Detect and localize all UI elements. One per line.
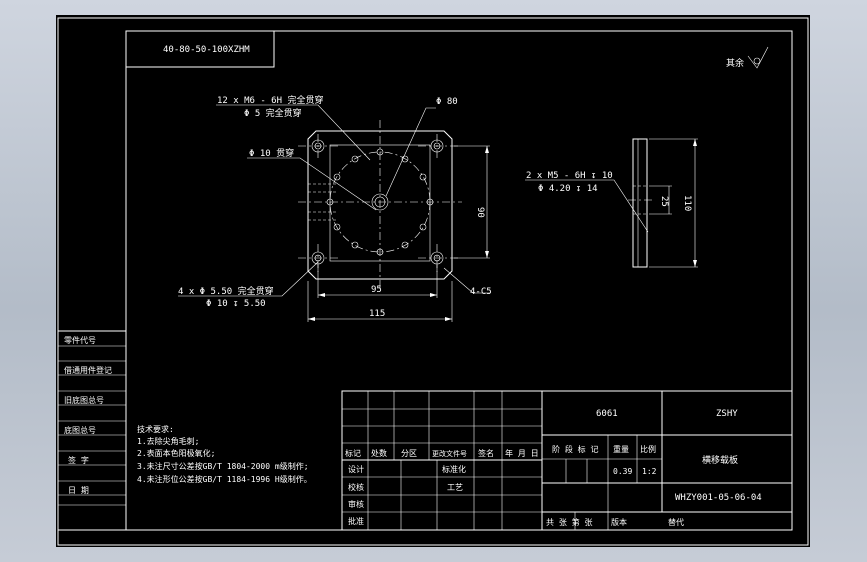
drawing-number: WHZY001-05-06-04	[675, 493, 762, 503]
rev-header: 更改文件号	[432, 449, 467, 458]
dim-hole-spacing: 95	[371, 285, 382, 295]
dim-side-110: 110	[682, 195, 692, 211]
row-label: 审核	[348, 499, 364, 509]
dim-side-25: 25	[659, 196, 669, 207]
part-name: 横移载板	[702, 454, 738, 466]
bolt-circle	[329, 151, 431, 253]
counterbore-holes	[311, 139, 444, 265]
callout-side-tap: 2 x M5 - 6H ↧ 10	[526, 171, 613, 181]
dim-width: 115	[369, 309, 385, 319]
front-view: 12 x M6 - 6H 完全贯穿 Φ 5 完全贯穿 Φ 80 Φ 10 贯穿 …	[178, 94, 492, 322]
callout-side-tap-depth: Φ 4.20 ↧ 14	[538, 184, 598, 194]
left-strip-cell: 零件代号	[64, 335, 96, 345]
standardization-label: 标准化	[442, 464, 466, 474]
callout-counterbore: 4 x Φ 5.50 完全贯穿	[178, 285, 274, 297]
callout-tapped-holes: 12 x M6 - 6H 完全贯穿	[217, 94, 323, 106]
version-label: 版本	[611, 517, 627, 527]
callout-tapped-holes-depth: Φ 5 完全贯穿	[244, 107, 302, 119]
rev-header: 标记	[345, 448, 361, 458]
material-text: 6061	[596, 409, 618, 419]
left-strip-cell: 旧底图总号	[64, 395, 104, 405]
tech-req-item: 1.去除尖角毛刺;	[137, 436, 199, 446]
scale-label: 比例	[640, 444, 656, 454]
tech-req-item: 4.未注形位公差按GB/T 1184-1996 H级制作。	[137, 474, 312, 484]
surface-finish-symbol: 其余	[726, 46, 769, 69]
left-strip-cell: 签 字	[68, 455, 89, 465]
row-label: 校核	[348, 482, 364, 492]
callout-through-hole: Φ 10 贯穿	[249, 147, 294, 159]
callout-counterbore-depth: Φ 10 ↧ 5.50	[206, 299, 266, 309]
stage-label: 阶 段 标 记	[552, 444, 598, 454]
tech-req-item: 3.未注尺寸公差按GB/T 1804-2000 m级制作;	[137, 461, 309, 471]
sheet-info: 共 张 第 张	[546, 517, 592, 527]
rev-header: 处数	[371, 448, 387, 458]
rev-header: 签名	[478, 448, 494, 458]
tapped-holes	[326, 148, 434, 256]
left-strip-cell: 底图总号	[64, 425, 96, 435]
left-strip-cell: 日 期	[68, 486, 89, 495]
tech-req-item: 2.表面本色阳极氧化;	[137, 448, 215, 458]
rev-header: 分区	[401, 449, 417, 458]
scale-value: 1:2	[642, 467, 657, 476]
left-strip: 零件代号 借通用件登记 旧底图总号 底图总号 签 字 日 期	[57, 330, 127, 531]
tech-requirements: 技术要求: 1.去除尖角毛刺; 2.表面本色阳极氧化; 3.未注尺寸公差按GB/…	[137, 424, 312, 484]
row-label: 批准	[348, 516, 364, 526]
weight-label: 重量	[613, 444, 629, 454]
rev-header: 年 月 日	[505, 448, 539, 458]
drawing-sheet	[56, 15, 810, 547]
process-label: 工艺	[447, 483, 463, 492]
company-text: ZSHY	[716, 409, 738, 419]
dim-height: 90	[475, 207, 485, 218]
side-outline	[632, 138, 648, 268]
outer-border	[57, 17, 809, 546]
left-strip-cell: 借通用件登记	[64, 365, 112, 375]
drawing-code-text: 40-80-50-100XZHM	[163, 45, 250, 55]
plate-outline	[307, 130, 453, 280]
callout-circle-dia: Φ 80	[436, 97, 458, 107]
surface-finish-text: 其余	[726, 57, 744, 69]
center-hole	[371, 193, 389, 211]
side-view: 2 x M5 - 6H ↧ 10 Φ 4.20 ↧ 14 25 110	[525, 138, 698, 268]
callout-chamfer: 4-C5	[470, 287, 492, 297]
weight-value: 0.39	[613, 467, 632, 476]
replaces-label: 替代	[668, 517, 684, 527]
tech-req-title: 技术要求:	[137, 424, 174, 434]
drawing-code-box: 40-80-50-100XZHM	[125, 30, 275, 68]
row-label: 设计	[348, 464, 364, 474]
title-block: 6061 ZSHY 标记 处数 分区 更改文件号 签名 年 月 日 设计 校核 …	[341, 390, 793, 531]
